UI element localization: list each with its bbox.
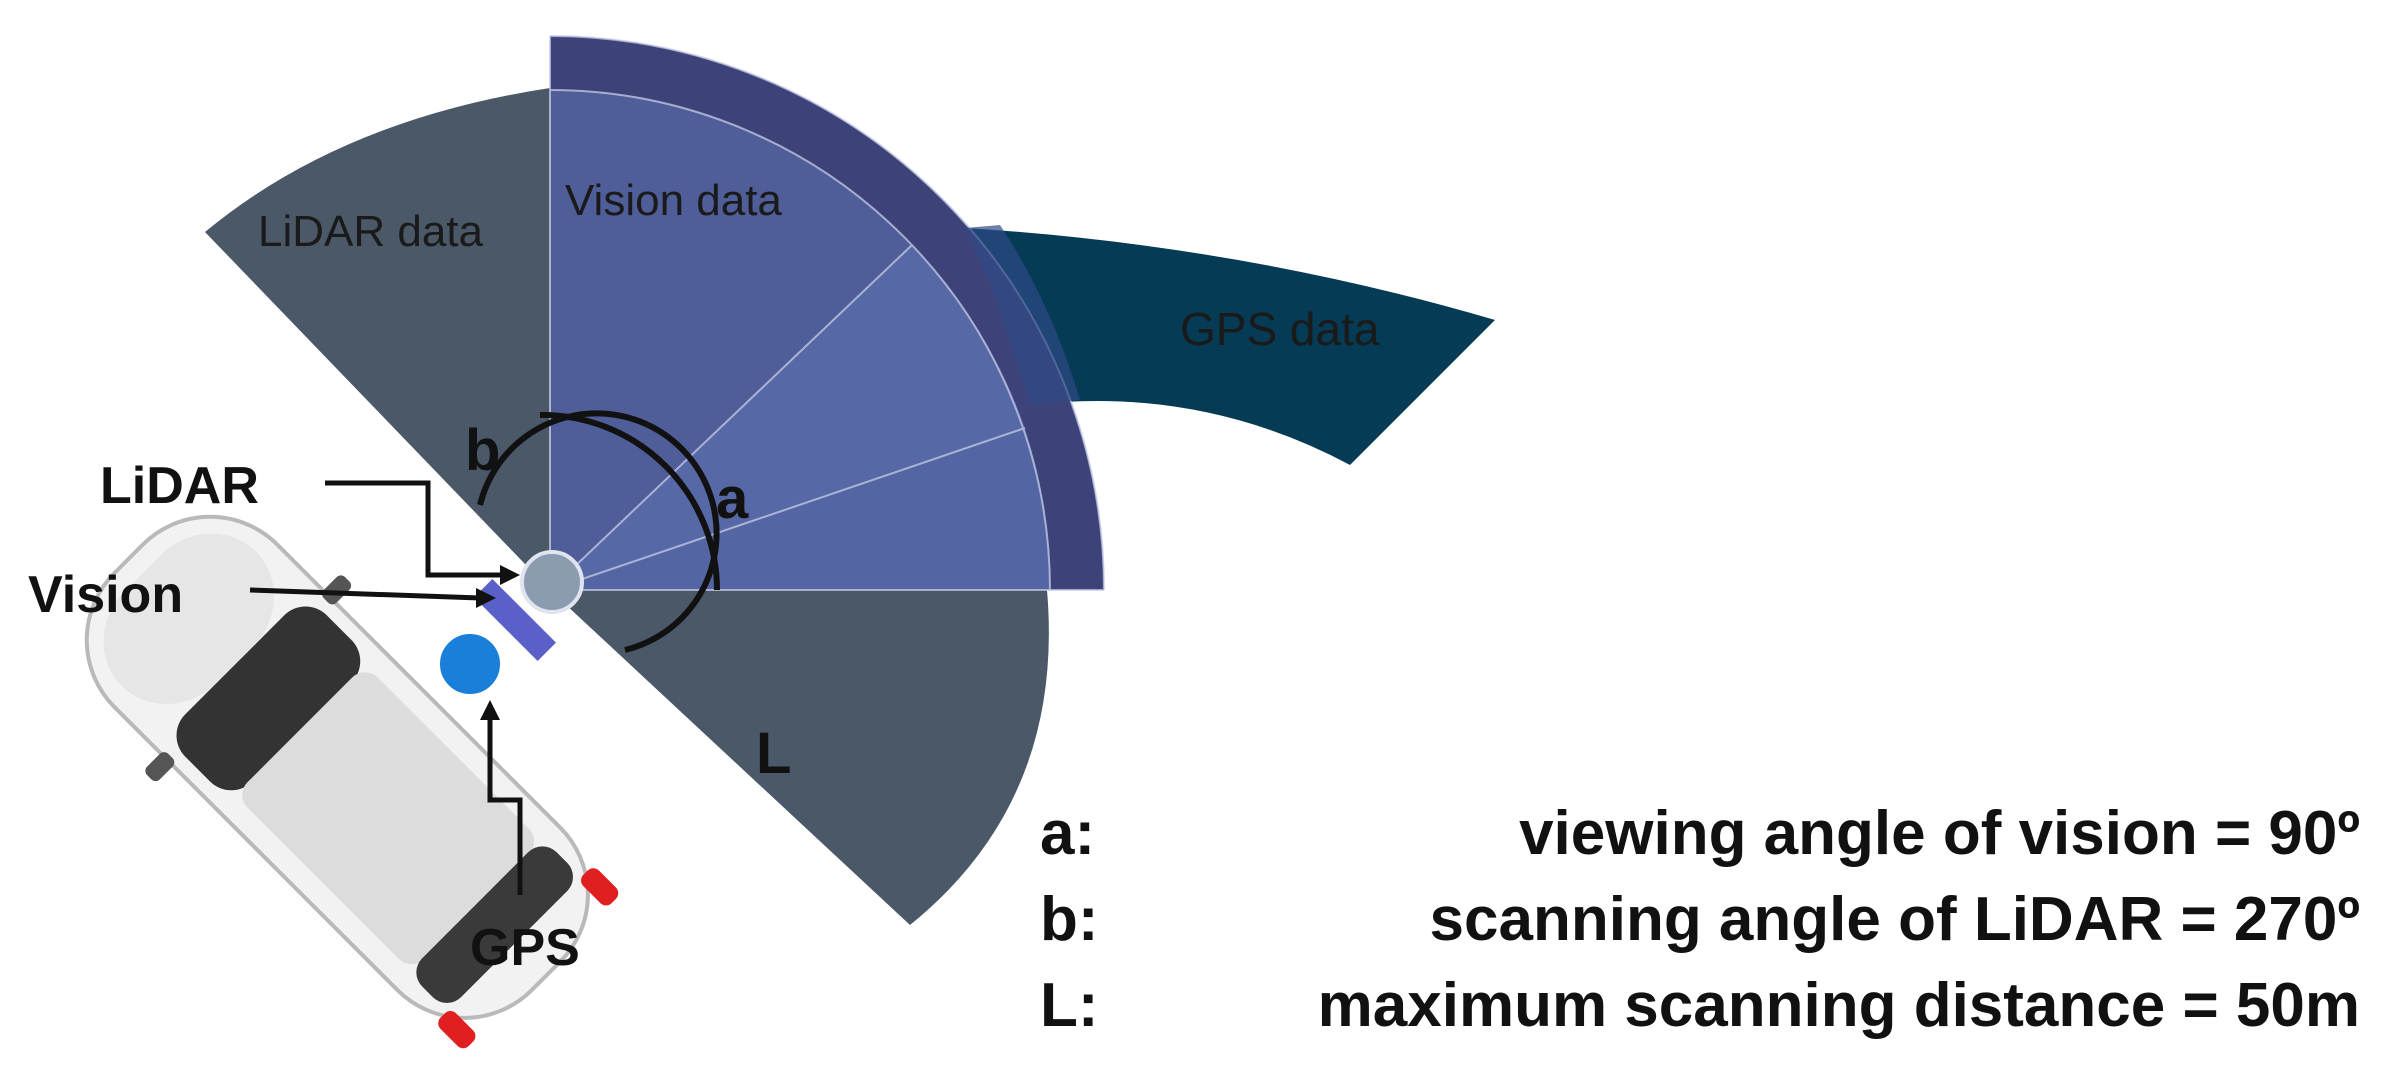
vision-sensor bbox=[473, 578, 557, 662]
gps-pointer bbox=[487, 712, 523, 895]
marker-b-label: b bbox=[465, 418, 500, 483]
legend: a: viewing angle of vision = 90º b: scan… bbox=[1040, 790, 2360, 1048]
marker-a-label: a bbox=[716, 466, 749, 531]
vision-sensor-label: Vision bbox=[28, 566, 183, 624]
pointer-arrowheads bbox=[476, 565, 520, 720]
legend-row-a: a: viewing angle of vision = 90º bbox=[1040, 790, 2360, 876]
lidar-pointer bbox=[325, 480, 505, 578]
vision-sub-arc-2 bbox=[550, 245, 1025, 590]
vision-pointer bbox=[249, 587, 481, 601]
car-windshield bbox=[176, 606, 361, 791]
legend-text: maximum scanning distance = 50m bbox=[1317, 970, 2360, 1040]
car-mirror-right bbox=[322, 575, 352, 605]
legend-key: b: bbox=[1040, 884, 1099, 954]
car-hood bbox=[103, 533, 275, 705]
lidar-sensor-label: LiDAR bbox=[100, 457, 259, 515]
legend-row-l: L: maximum scanning distance = 50m bbox=[1040, 962, 2360, 1048]
car-taillight-left bbox=[438, 1011, 476, 1049]
car-rear-window bbox=[416, 846, 573, 1003]
vehicle bbox=[84, 514, 619, 1049]
legend-key: L: bbox=[1040, 970, 1099, 1040]
legend-key: a: bbox=[1040, 798, 1096, 868]
lidar-zone-label: LiDAR data bbox=[258, 207, 484, 256]
vision-divider-lines bbox=[549, 35, 1105, 591]
gps-sensor-label: GPS bbox=[470, 919, 580, 977]
car-mirror-left bbox=[145, 752, 175, 782]
legend-row-b: b: scanning angle of LiDAR = 270º bbox=[1040, 876, 2360, 962]
vision-zone-label: Vision data bbox=[565, 176, 782, 225]
gps-coverage bbox=[965, 228, 1495, 465]
vision-sub-arc-1 bbox=[550, 428, 1051, 590]
lidar-sensor bbox=[520, 550, 584, 614]
car-roof bbox=[242, 672, 535, 965]
pointer-lines bbox=[249, 480, 523, 895]
lidar-coverage-lower bbox=[550, 590, 1049, 925]
lidar-coverage-upper bbox=[205, 88, 550, 590]
legend-text: scanning angle of LiDAR = 270º bbox=[1429, 884, 2360, 954]
marker-l-label: L bbox=[756, 721, 791, 786]
lidar-angle-arc-b bbox=[477, 410, 720, 653]
gps-overlap bbox=[965, 225, 1080, 405]
car-taillight-right bbox=[581, 868, 619, 906]
legend-text: viewing angle of vision = 90º bbox=[1519, 798, 2360, 868]
gps-sensor bbox=[436, 630, 504, 698]
gps-zone-label: GPS data bbox=[1180, 303, 1380, 355]
